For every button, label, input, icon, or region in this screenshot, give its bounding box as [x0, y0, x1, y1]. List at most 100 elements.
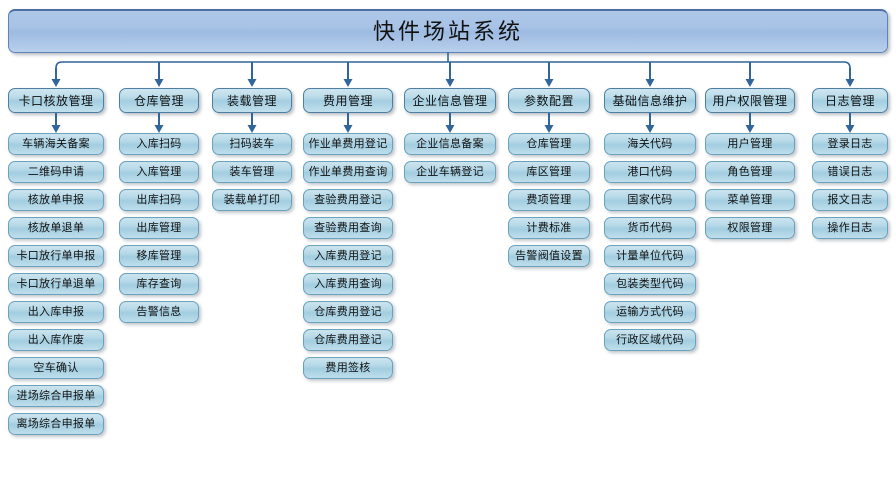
module-item[interactable]: 出入库作废 [8, 329, 104, 351]
module-item[interactable]: 仓库费用登记 [303, 301, 393, 323]
module-item-label: 库区管理 [526, 165, 572, 178]
module-item[interactable]: 行政区域代码 [604, 329, 696, 351]
module-item[interactable]: 入库费用查询 [303, 273, 393, 295]
module-item[interactable]: 车辆海关备案 [8, 133, 104, 155]
module-item-label: 国家代码 [627, 193, 673, 206]
module-item[interactable]: 入库扫码 [119, 133, 199, 155]
module-item[interactable]: 入库管理 [119, 161, 199, 183]
module-item-label: 离场综合申报单 [16, 417, 96, 430]
module-item-label: 出入库作废 [27, 333, 85, 346]
module-item[interactable]: 查验费用登记 [303, 189, 393, 211]
module-item[interactable]: 角色管理 [705, 161, 795, 183]
module-header-4[interactable]: 费用管理 [303, 88, 393, 113]
module-item[interactable]: 卡口放行单退单 [8, 273, 104, 295]
header-to-item-arrow-2 [154, 113, 164, 133]
module-item-label: 核放单申报 [27, 193, 85, 206]
module-item[interactable]: 告警信息 [119, 301, 199, 323]
module-item[interactable]: 计费标准 [508, 217, 590, 239]
module-item[interactable]: 报文日志 [812, 189, 888, 211]
module-item-label: 港口代码 [627, 165, 673, 178]
module-column-4: 费用管理作业单费用登记作业单费用查询查验费用登记查验费用查询入库费用登记入库费用… [303, 88, 393, 379]
module-item[interactable]: 权限管理 [705, 217, 795, 239]
module-item[interactable]: 出库扫码 [119, 189, 199, 211]
module-item[interactable]: 告警阀值设置 [508, 245, 590, 267]
module-item[interactable]: 包装类型代码 [604, 273, 696, 295]
module-item[interactable]: 费用签核 [303, 357, 393, 379]
module-item[interactable]: 出入库申报 [8, 301, 104, 323]
module-header-3[interactable]: 装载管理 [212, 88, 292, 113]
module-item-label: 费用签核 [325, 361, 371, 374]
module-item[interactable]: 仓库管理 [508, 133, 590, 155]
module-item-label: 入库费用查询 [314, 277, 382, 290]
module-item[interactable]: 国家代码 [604, 189, 696, 211]
module-item[interactable]: 企业信息备案 [404, 133, 496, 155]
module-item-label: 仓库费用登记 [314, 305, 382, 318]
module-item[interactable]: 海关代码 [604, 133, 696, 155]
module-item[interactable]: 用户管理 [705, 133, 795, 155]
module-item[interactable]: 查验费用查询 [303, 217, 393, 239]
module-item[interactable]: 核放单退单 [8, 217, 104, 239]
module-item-label: 包装类型代码 [616, 277, 684, 290]
module-header-7[interactable]: 基础信息维护 [604, 88, 696, 113]
module-header-1[interactable]: 卡口核放管理 [8, 88, 104, 113]
module-header-label: 企业信息管理 [412, 93, 488, 108]
module-item[interactable]: 菜单管理 [705, 189, 795, 211]
module-item-label: 海关代码 [627, 137, 673, 150]
header-to-item-arrow-3 [247, 113, 257, 133]
module-item-list-4: 作业单费用登记作业单费用查询查验费用登记查验费用查询入库费用登记入库费用查询仓库… [303, 133, 393, 385]
module-item[interactable]: 二维码申请 [8, 161, 104, 183]
module-item-label: 行政区域代码 [616, 333, 684, 346]
module-item[interactable]: 错误日志 [812, 161, 888, 183]
module-header-9[interactable]: 日志管理 [812, 88, 888, 113]
module-item[interactable]: 移库管理 [119, 245, 199, 267]
module-item[interactable]: 扫码装车 [212, 133, 292, 155]
module-header-label: 卡口核放管理 [18, 93, 94, 108]
module-item[interactable]: 港口代码 [604, 161, 696, 183]
module-header-8[interactable]: 用户权限管理 [705, 88, 795, 113]
module-item-list-8: 用户管理角色管理菜单管理权限管理 [705, 133, 795, 245]
module-header-5[interactable]: 企业信息管理 [404, 88, 496, 113]
module-item-list-9: 登录日志错误日志报文日志操作日志 [812, 133, 888, 245]
module-item[interactable]: 库区管理 [508, 161, 590, 183]
module-item[interactable]: 离场综合申报单 [8, 413, 104, 435]
module-column-1: 卡口核放管理车辆海关备案二维码申请核放单申报核放单退单卡口放行单申报卡口放行单退… [8, 88, 104, 435]
module-item[interactable]: 企业车辆登记 [404, 161, 496, 183]
module-item[interactable]: 操作日志 [812, 217, 888, 239]
module-header-2[interactable]: 仓库管理 [119, 88, 199, 113]
module-item[interactable]: 出库管理 [119, 217, 199, 239]
module-item[interactable]: 卡口放行单申报 [8, 245, 104, 267]
module-item[interactable]: 装车管理 [212, 161, 292, 183]
header-to-item-arrow-7 [645, 113, 655, 133]
module-item-label: 报文日志 [827, 193, 873, 206]
module-column-9: 日志管理登录日志错误日志报文日志操作日志 [812, 88, 888, 239]
module-item[interactable]: 进场综合申报单 [8, 385, 104, 407]
module-item[interactable]: 核放单申报 [8, 189, 104, 211]
module-item[interactable]: 货币代码 [604, 217, 696, 239]
module-item[interactable]: 作业单费用登记 [303, 133, 393, 155]
module-item[interactable]: 计量单位代码 [604, 245, 696, 267]
module-header-6[interactable]: 参数配置 [508, 88, 590, 113]
module-item-label: 出库扫码 [136, 193, 182, 206]
module-header-label: 基础信息维护 [612, 93, 688, 108]
module-item-label: 入库管理 [136, 165, 182, 178]
module-item[interactable]: 登录日志 [812, 133, 888, 155]
system-title-box: 快件场站系统 [8, 9, 888, 53]
module-header-label: 日志管理 [824, 93, 875, 108]
module-item[interactable]: 装载单打印 [212, 189, 292, 211]
module-item[interactable]: 作业单费用查询 [303, 161, 393, 183]
module-item[interactable]: 仓库费用登记 [303, 329, 393, 351]
header-to-item-arrow-5 [445, 113, 455, 133]
module-item[interactable]: 入库费用登记 [303, 245, 393, 267]
module-item-label: 装车管理 [229, 165, 275, 178]
module-item-label: 车辆海关备案 [22, 137, 90, 150]
module-item-label: 告警信息 [136, 305, 182, 318]
connector-bus [51, 52, 855, 87]
module-item[interactable]: 库存查询 [119, 273, 199, 295]
module-item[interactable]: 运输方式代码 [604, 301, 696, 323]
module-item[interactable]: 空车确认 [8, 357, 104, 379]
module-column-7: 基础信息维护海关代码港口代码国家代码货币代码计量单位代码包装类型代码运输方式代码… [604, 88, 696, 351]
module-item-label: 登录日志 [827, 137, 873, 150]
module-item[interactable]: 费项管理 [508, 189, 590, 211]
module-item-label: 作业单费用查询 [308, 165, 388, 178]
